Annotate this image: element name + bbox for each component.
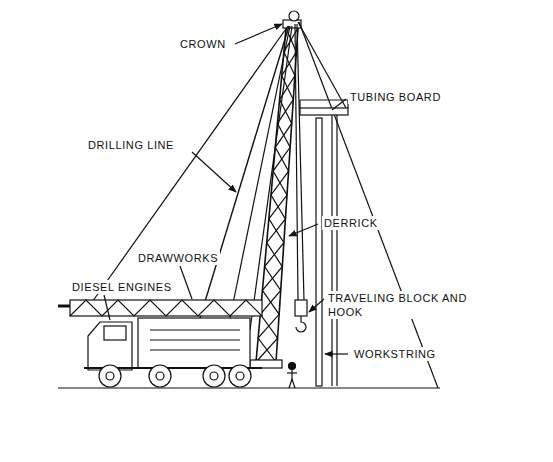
part-label: DRILLING LINE — [86, 138, 176, 152]
crown-block — [283, 11, 301, 28]
tubing-stand — [331, 115, 332, 386]
leader-line — [325, 353, 348, 354]
leader-line — [104, 295, 110, 320]
leader-line — [235, 24, 282, 44]
derrick-mast — [250, 28, 298, 368]
leader-line — [332, 99, 346, 110]
tubing-stand — [336, 115, 337, 386]
leader-line — [289, 224, 318, 236]
tubing-board — [300, 100, 348, 115]
workstring-pipe — [316, 118, 322, 386]
part-label: TUBING BOARD — [348, 90, 443, 104]
guy-line — [230, 26, 290, 318]
part-label: CROWN — [178, 37, 228, 51]
leader-line — [309, 299, 324, 312]
rig-truck — [58, 300, 262, 387]
guy-line — [299, 22, 438, 388]
rig-worker — [287, 363, 297, 389]
guy-line — [250, 26, 292, 330]
guy-line — [298, 22, 346, 108]
ground-line — [58, 387, 440, 388]
part-label: DERRICK — [322, 216, 380, 230]
guy-line — [90, 26, 288, 305]
part-label: DIESEL ENGINES — [70, 280, 174, 294]
traveling-block — [295, 24, 307, 332]
leader-line — [192, 152, 236, 192]
part-label: WORKSTRING — [352, 347, 438, 361]
part-label: DRAWWORKS — [136, 251, 220, 265]
part-label: TRAVELING BLOCK AND HOOK — [326, 291, 470, 319]
leader-line — [180, 266, 192, 299]
